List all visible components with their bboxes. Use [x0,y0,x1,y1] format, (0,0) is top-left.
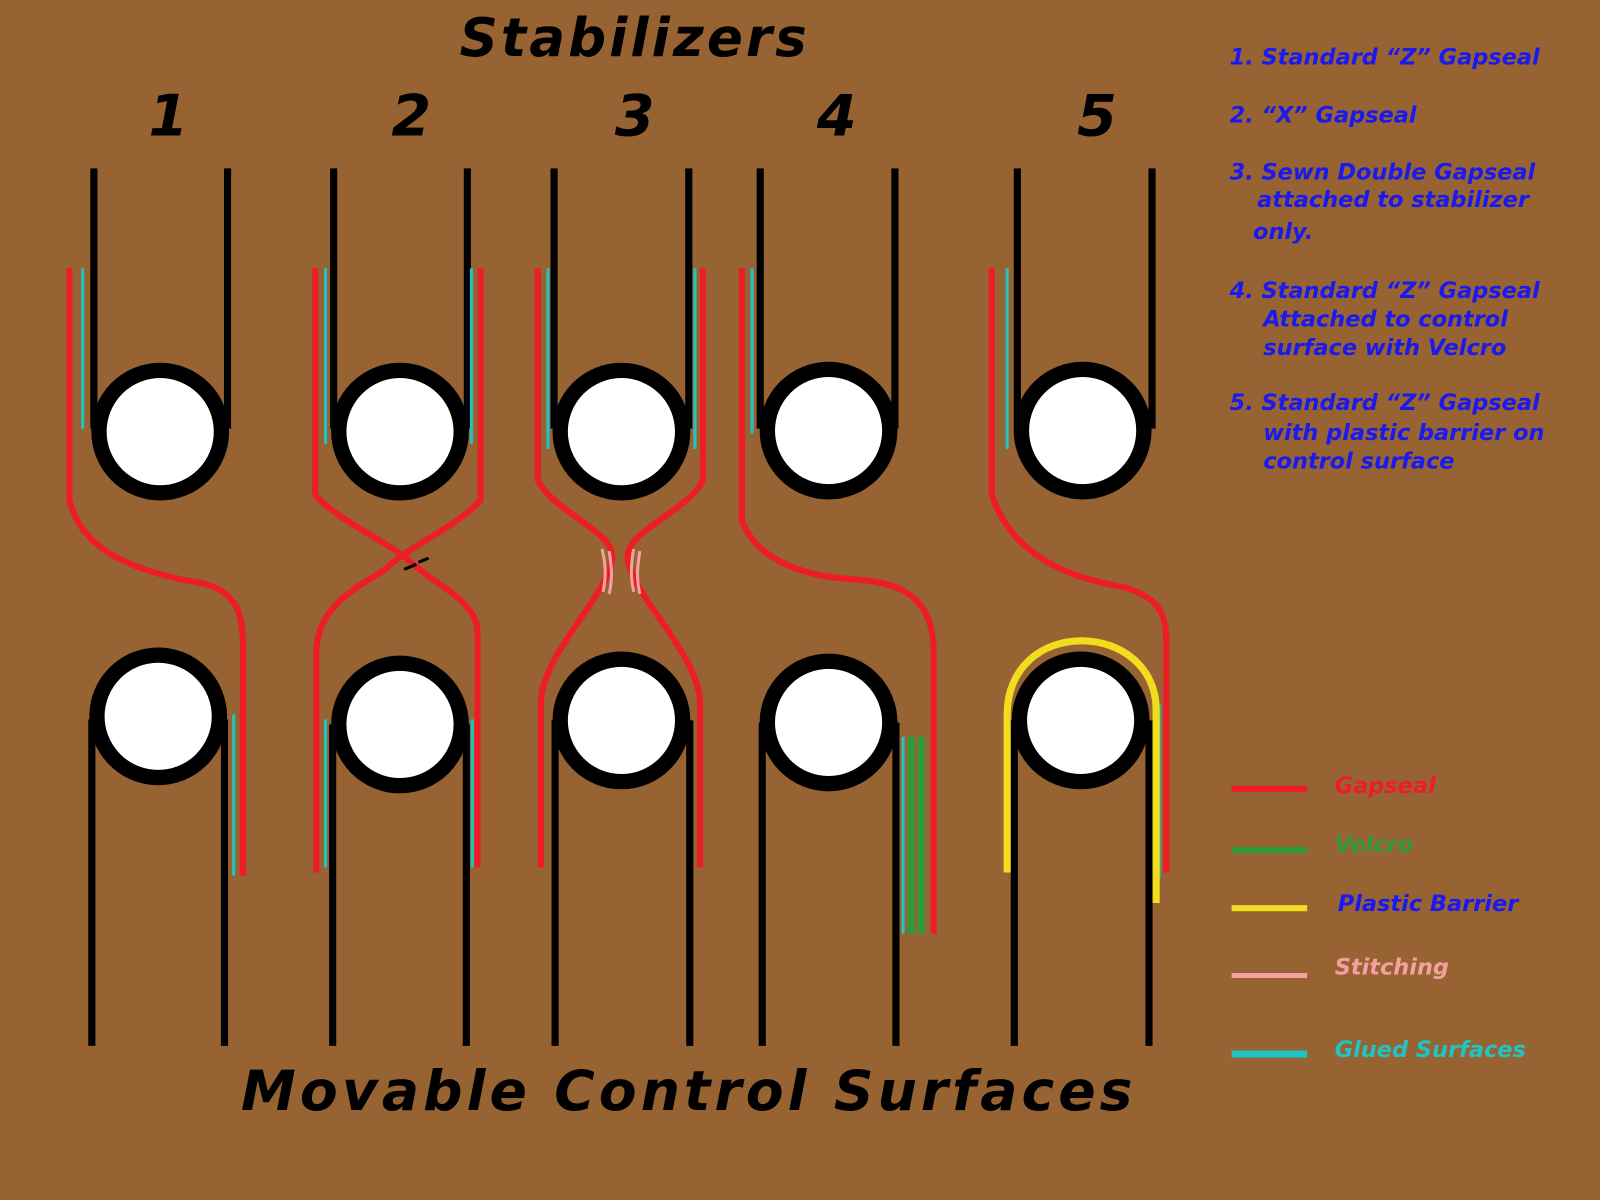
stitching [600,548,642,595]
legend-label-stitching: Stitching [1335,954,1449,980]
column-number: 5 [1077,84,1117,150]
note-3-line: only. [1253,219,1313,245]
legend-label-gapseal: Gapseal [1335,773,1436,799]
column-number: 1 [148,84,188,150]
velcro-strip [907,736,925,934]
note-3: 3. Sewn Double Gapseal [1230,160,1536,186]
column-number: 2 [391,84,431,150]
gapseals [66,268,1170,934]
legend-label-plastic-barrier: Plastic Barrier [1338,891,1520,917]
note-4-line: surface with Velcro [1263,335,1506,361]
legend-label-glued: Glued Surfaces [1335,1037,1526,1063]
note-2: 2. “X” Gapseal [1230,102,1417,128]
legend-label-velcro: Velcro [1335,832,1413,858]
note-5-line: control surface [1263,448,1454,474]
column-number: 3 [615,84,655,150]
stabilizers-title: Stabilizers [460,7,810,69]
hinge-circles [89,361,1152,794]
stabilizer-structures [88,168,1156,1046]
notes-list: 1. Standard “Z” Gapseal 2. “X” Gapseal 3… [1229,44,1545,474]
glued-surfaces [81,268,1161,934]
note-1: 1. Standard “Z” Gapseal [1230,44,1540,70]
column-numbers: 1 2 3 4 5 [148,84,1116,150]
plastic-barrier [1003,637,1160,904]
note-5: 5. Standard “Z” Gapseal [1230,390,1540,416]
note-4-line: Attached to control [1261,307,1508,333]
note-4: 4. Standard “Z” Gapseal [1229,278,1540,304]
note-3-line: attached to stabilizer [1257,187,1531,213]
control-surfaces-title: Movable Control Surfaces [241,1059,1137,1123]
column-number: 4 [816,84,857,150]
note-5-line: with plastic barrier on [1263,420,1544,446]
legend: Gapseal Velcro Plastic Barrier Stitching… [1231,773,1526,1063]
